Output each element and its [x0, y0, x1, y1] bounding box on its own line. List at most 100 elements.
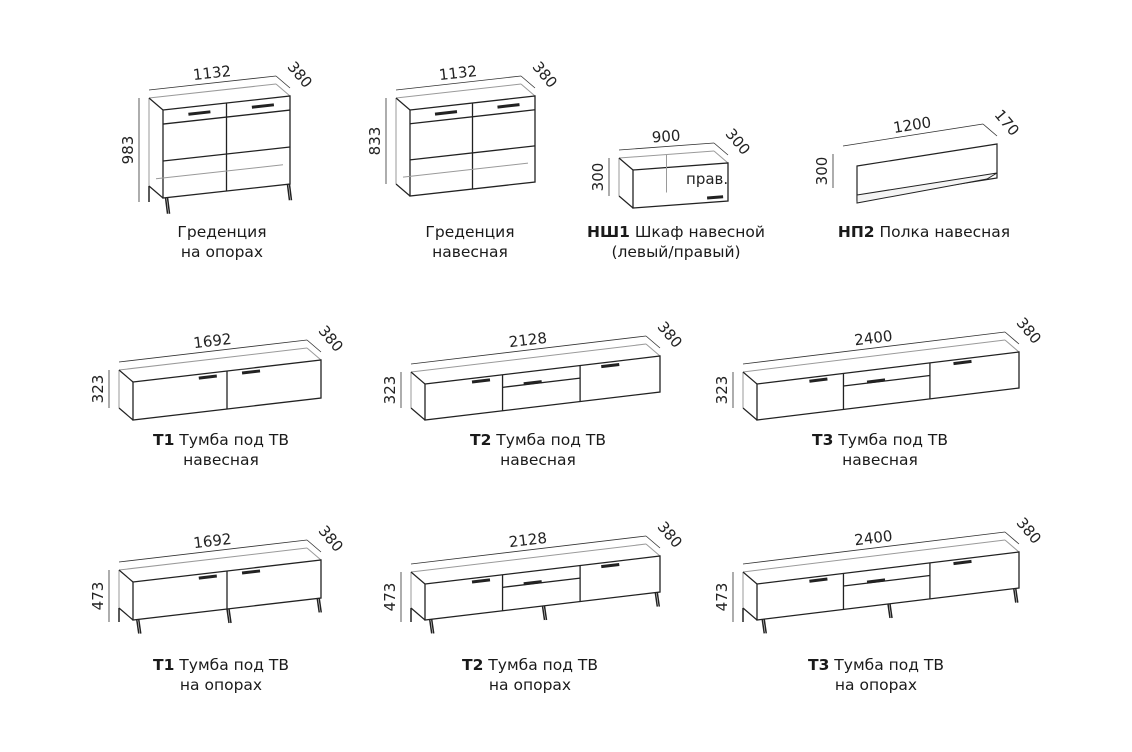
caption-line-1: Т2 Тумба под ТВ [410, 655, 650, 675]
height-dimension: 323 [713, 376, 731, 405]
height-dimension: 323 [89, 375, 107, 404]
leg [136, 619, 142, 634]
caption-line-1: Греденция [102, 222, 342, 242]
item-name: Тумба под ТВ [496, 431, 606, 449]
item-name: Тумба под ТВ [179, 656, 289, 674]
back-edge [1004, 539, 1020, 553]
caption-line-1: НШ1 Шкаф навесной [556, 222, 796, 242]
divider [162, 146, 291, 162]
item-name: Греденция [425, 223, 515, 241]
item-caption: НП2 Полка навесная [804, 222, 1044, 242]
handle [866, 578, 886, 584]
width-dimension-line [410, 535, 647, 565]
side-edge [410, 571, 426, 585]
handle [471, 378, 491, 384]
side-edge [118, 407, 134, 421]
side-edge [742, 607, 758, 621]
handle [241, 369, 261, 375]
front-face [132, 359, 322, 421]
item-name: Тумба под ТВ [488, 656, 598, 674]
depth-dimension-line [982, 123, 998, 137]
handle [497, 103, 520, 109]
caption-line-1: Т1 Тумба под ТВ [101, 655, 341, 675]
leg [541, 605, 548, 621]
divider [843, 574, 930, 587]
side-edge [148, 185, 164, 199]
handle [809, 377, 828, 383]
caption-line-2: навесная [432, 243, 508, 261]
leg [887, 603, 893, 619]
front-face [632, 162, 729, 209]
side-edge [118, 369, 134, 383]
side-edge [410, 371, 426, 385]
width-dimension-line [742, 331, 1006, 365]
front-face [424, 555, 661, 621]
width-dimension: 2400 [853, 527, 893, 549]
back-edge [118, 547, 308, 571]
depth-dimension-line [520, 75, 536, 89]
side-edge [742, 571, 758, 585]
caption-line-2: навесная [183, 451, 259, 469]
handle [809, 577, 828, 583]
depth-dimension-line [645, 535, 661, 549]
side-edge [395, 183, 411, 197]
depth-dimension-line [306, 339, 322, 353]
width-dimension: 1132 [192, 62, 232, 84]
height-dimension: 473 [89, 582, 107, 611]
handle [434, 110, 458, 116]
caption-line-1: Т1 Тумба под ТВ [101, 430, 341, 450]
back-edge [148, 83, 277, 99]
side-edge [742, 371, 758, 385]
back-edge [395, 83, 522, 99]
caption-line-2: на опорах [180, 243, 264, 261]
caption-line-1: Т2 Тумба под ТВ [418, 430, 658, 450]
caption-line-2: навесная [842, 451, 918, 469]
handle [198, 374, 217, 380]
item-code: Т3 [812, 431, 834, 449]
handle [601, 562, 620, 569]
width-dimension-line [118, 539, 308, 563]
item-code: Т1 [153, 656, 175, 674]
handle [241, 569, 261, 575]
handle [953, 359, 972, 366]
width-dimension: 1692 [192, 530, 232, 552]
leg [654, 592, 661, 607]
divider [409, 145, 536, 161]
width-dimension: 900 [651, 126, 681, 146]
leg [1013, 588, 1019, 603]
item-name: Шкаф навесной [634, 223, 765, 241]
caption-line-1: Греденция [350, 222, 590, 242]
leg [761, 619, 767, 634]
width-dimension-line [118, 339, 308, 363]
item-name: Полка навесная [879, 223, 1011, 241]
height-dimension: 323 [381, 376, 399, 405]
leg [226, 608, 232, 624]
leg [286, 184, 293, 201]
back-edge [306, 347, 322, 361]
depth-dimension-line [1004, 531, 1020, 545]
back-edge [645, 343, 661, 357]
door-side-label: прав. [686, 170, 728, 188]
shelf-board [856, 172, 998, 204]
item-code: Т2 [470, 431, 492, 449]
caption-line-2: на опорах [488, 676, 572, 694]
back-edge [645, 543, 661, 557]
back-edge [275, 83, 291, 97]
width-dimension-line [742, 531, 1006, 565]
divider [843, 374, 930, 387]
handle [601, 362, 620, 369]
handle [866, 378, 886, 384]
